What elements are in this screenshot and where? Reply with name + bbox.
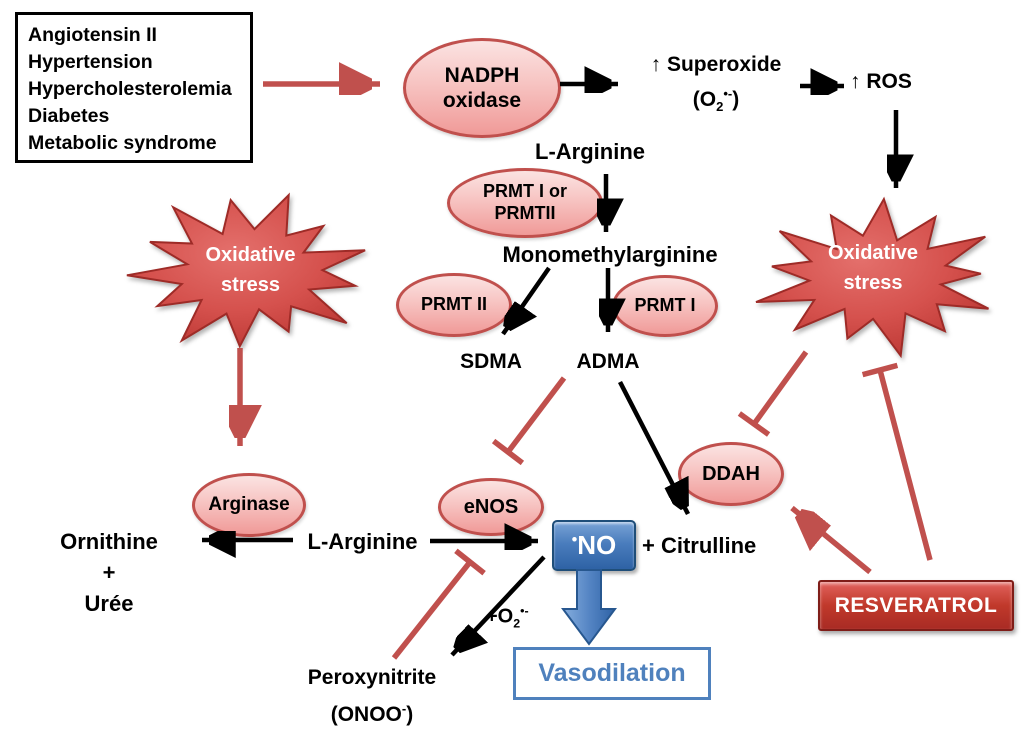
l-arginine-top-text: L-Arginine (535, 139, 645, 164)
peroxynitrite-text: Peroxynitrite (307, 666, 437, 689)
enos-ellipse: eNOS (438, 478, 544, 536)
oxidative-stress-line: Oxidative (827, 242, 919, 264)
enos-label: eNOS (463, 496, 519, 518)
starburst-shape (755, 196, 989, 359)
ros-text: ↑ ROS (850, 70, 912, 93)
inhibit-resveratrol-to-oxidative-stress (877, 369, 933, 561)
prmt-1-or-2-ellipse: PRMT I or PRMTII (447, 168, 603, 238)
vasodilation-box: Vasodilation (513, 647, 711, 700)
no-text: •NO (572, 530, 616, 561)
inhibit-oxidative-stress-to-ddah-tee (737, 411, 771, 437)
superoxide-superscript: •- (723, 86, 733, 101)
l-arginine-bottom-label: L-Arginine (290, 527, 435, 557)
o2-subscript: 2 (513, 616, 521, 631)
inhibit-adma-to-enos-tee (491, 438, 525, 466)
risk-factor-line: Angiotensin II (28, 24, 157, 46)
prmt-1-or-2-label: PRMTII (494, 203, 556, 223)
adma-text: ADMA (576, 350, 640, 373)
citrulline-label: + Citrulline (642, 531, 802, 561)
superoxide-line1: ↑ Superoxide (650, 53, 782, 76)
prmt1-ellipse: PRMT I (612, 275, 718, 337)
onoo-superscript: - (401, 701, 407, 716)
plus-text: + (102, 560, 116, 585)
superoxide-subscript: 2 (716, 99, 724, 115)
oxidative-stress-right-burst (755, 196, 989, 359)
resveratrol-box: RESVERATROL (818, 580, 1014, 631)
superoxide-label: ↑ Superoxide (O2•-) (624, 50, 808, 121)
ddah-label: DDAH (702, 463, 760, 485)
oxidative-stress-right-label: Oxidative stress (788, 238, 958, 298)
arginase-label: Arginase (208, 493, 290, 515)
risk-factor-line: Diabetes (28, 105, 110, 127)
peroxynitrite-label: Peroxynitrite (ONOO-) (286, 662, 458, 730)
superoxide-radical-label: +O2•- (486, 603, 566, 632)
superoxide-post: ) (732, 88, 740, 111)
risk-factor-line: Hypercholesterolemia (28, 78, 232, 100)
oxidative-stress-line: stress (221, 274, 280, 296)
prmt2-label: PRMT II (421, 294, 487, 315)
vasodilation-text: Vasodilation (538, 659, 686, 687)
l-arginine-top-label: L-Arginine (506, 137, 674, 167)
prmt1-label: PRMT I (634, 295, 696, 316)
uree-text: Urée (84, 591, 134, 616)
sdma-text: SDMA (460, 350, 522, 373)
oxidative-stress-left-label: Oxidative stress (163, 240, 338, 300)
no-box: •NO (552, 520, 636, 571)
block-arrow-no-to-vasodilation (561, 569, 617, 646)
ornithine-text: Ornithine (60, 529, 158, 554)
ornithine-urea-label: Ornithine + Urée (36, 526, 182, 619)
risk-factor-line: Hypertension (28, 51, 153, 73)
starburst-shape (126, 192, 366, 349)
o2-superscript: •- (520, 604, 529, 618)
superoxide-formula: (O2•-) (692, 86, 740, 115)
superoxide-pre: (O (692, 88, 717, 111)
ddah-ellipse: DDAH (678, 442, 784, 506)
no-label: NO (577, 530, 617, 560)
prmt-1-or-2-label: PRMT I or (483, 181, 567, 202)
onoo-post: ) (406, 703, 414, 726)
oxidative-stress-left-burst (126, 192, 366, 349)
nadph-oxidase-ellipse: NADPH oxidase (403, 38, 561, 138)
sdma-label: SDMA (448, 348, 534, 376)
ros-label: ↑ ROS (850, 68, 970, 96)
l-arginine-bottom-text: L-Arginine (307, 529, 418, 554)
inhibit-adma-to-enos (505, 376, 567, 454)
no-radical-dot: • (571, 531, 578, 549)
nadph-oxidase-label: oxidase (442, 89, 522, 112)
inhibit-peroxynitrite-to-enos-pathway-tee (454, 548, 486, 576)
monomethylarginine-label: Monomethylarginine (478, 240, 742, 270)
nadph-oxidase-label: NADPH (444, 63, 520, 87)
citrulline-text: + Citrulline (642, 533, 757, 558)
o2-pre: +O (486, 605, 514, 628)
oxidative-stress-line: Oxidative (205, 244, 296, 266)
arginase-ellipse: Arginase (192, 473, 306, 537)
resveratrol-text: RESVERATROL (834, 593, 998, 617)
risk-factor-line: Metabolic syndrome (28, 132, 217, 154)
arrow-adma-to-citrulline (617, 380, 691, 516)
risk-factors-box: Angiotensin II Hypertension Hypercholest… (15, 12, 253, 163)
peroxynitrite-formula: (ONOO-) (330, 701, 414, 726)
adma-label: ADMA (564, 348, 652, 376)
inhibit-resveratrol-to-oxidative-stress-tee (861, 362, 899, 378)
onoo-pre: (ONOO (330, 703, 402, 726)
arrow-resveratrol-to-ddah (792, 505, 872, 575)
monomethylarginine-text: Monomethylarginine (502, 242, 718, 267)
inhibit-peroxynitrite-to-enos-pathway (391, 560, 473, 660)
prmt2-ellipse: PRMT II (396, 273, 512, 337)
oxidative-stress-line: stress (843, 272, 903, 294)
